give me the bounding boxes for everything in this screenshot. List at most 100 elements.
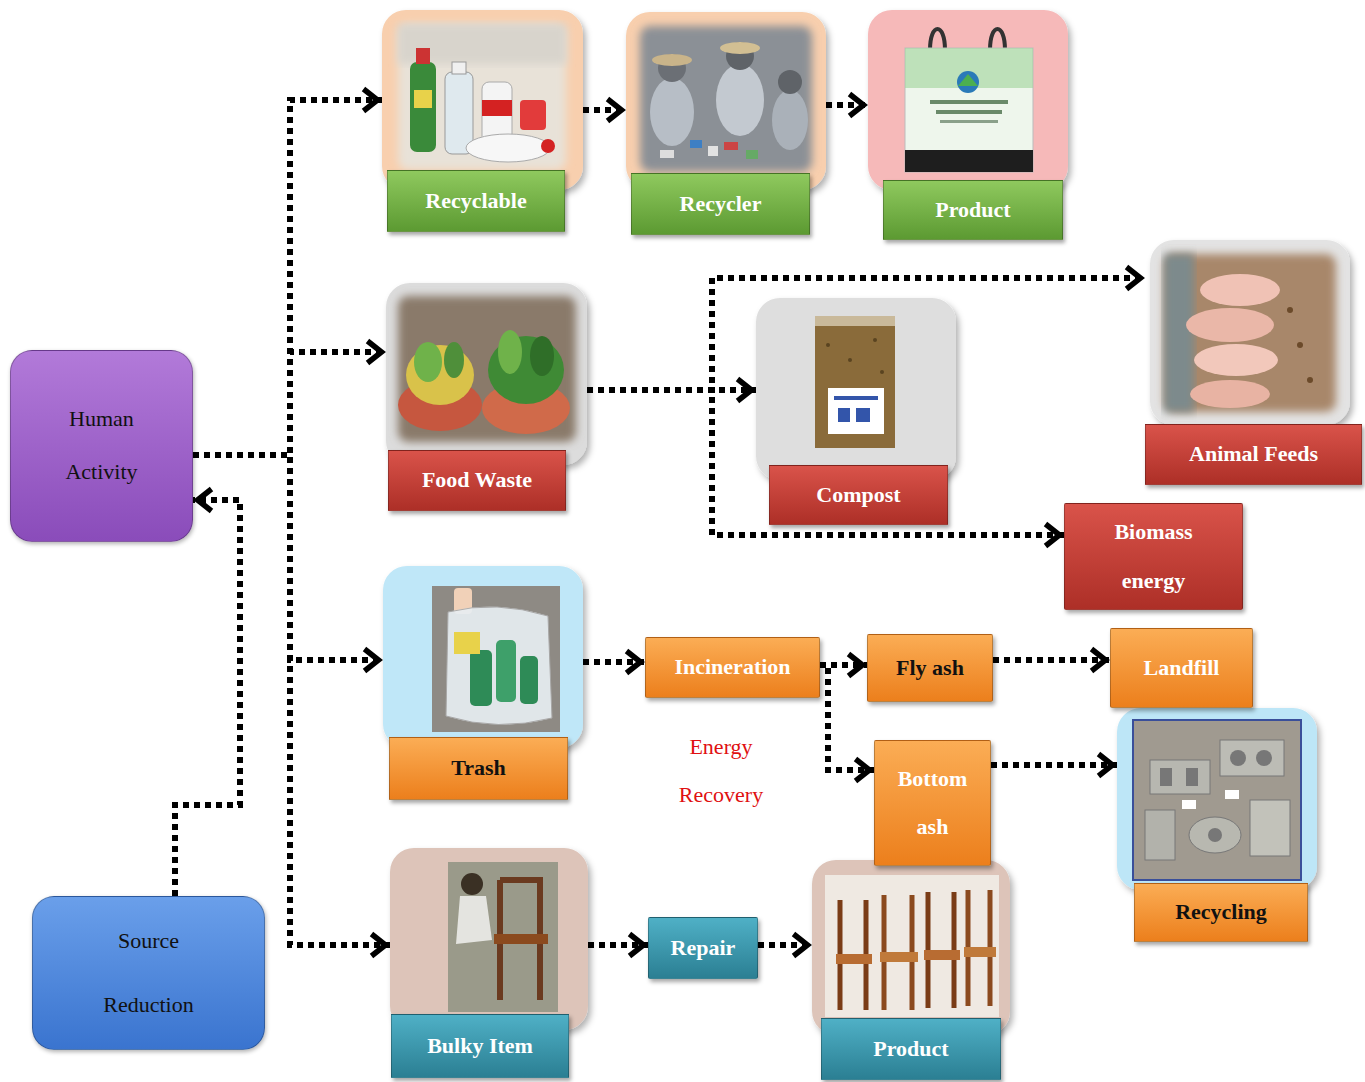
trash-bag-photo-part: [446, 607, 552, 725]
bottles-photo-part: [520, 100, 546, 130]
process-box: Source Reduction: [32, 896, 265, 1050]
recycled-bricks-photo-part: [1117, 708, 1317, 890]
tote-bag-photo-part: [958, 74, 978, 86]
recycled-bricks-photo-part: [1230, 750, 1246, 766]
dotted-arrow: [175, 500, 240, 896]
photo-card: Food Waste: [386, 283, 587, 511]
tote-bag-photo: [868, 10, 1068, 190]
repaired-chairs-photo: [812, 860, 1010, 1035]
tote-bag-photo-part: [905, 48, 1033, 88]
recycled-bricks-photo-part: [1182, 800, 1196, 809]
trash-bag-photo-part: [454, 632, 480, 654]
node-label: Product: [891, 197, 1055, 223]
process-box: Bottom ash: [874, 740, 991, 866]
sorting-workers-photo-part: [772, 90, 808, 150]
process-box: Fly ash: [867, 634, 993, 702]
chair-repair-photo-part: [494, 880, 548, 1000]
pigs-photo-part: [1200, 274, 1280, 306]
node-label: Biomass energy: [1086, 508, 1221, 605]
sorting-workers-photo-part: [720, 42, 760, 54]
sorting-workers-photo-part: [660, 150, 674, 158]
dotted-arrow: [583, 107, 626, 113]
recycled-bricks-photo-part: [1186, 768, 1198, 786]
node-label: Animal Feeds: [1153, 441, 1354, 467]
photo-card: Recycler: [626, 12, 826, 235]
pigs-photo-part: [1186, 308, 1274, 342]
dotted-arrow: [193, 455, 390, 945]
bottles-photo-part: [452, 62, 466, 74]
recycled-bricks-photo-part: [1256, 750, 1272, 766]
recycled-bricks-photo-part: [1150, 760, 1210, 794]
sorting-workers-photo-part: [650, 78, 694, 146]
dotted-arrow: [820, 665, 874, 770]
label-box: Recyclable: [387, 170, 565, 232]
node-label: Bulky Item: [399, 1033, 561, 1059]
compost-bag-photo-part: [848, 358, 852, 362]
node-label: Food Waste: [396, 467, 558, 493]
node-label: Compost: [777, 482, 940, 508]
compost-bag-photo-part: [856, 408, 870, 422]
node-label: Bottom ash: [882, 755, 983, 852]
pigs-photo-part: [1307, 377, 1313, 383]
trash-bag-photo-part: [470, 650, 492, 706]
trash-bag-photo-part: [520, 656, 538, 704]
compost-bag-photo-part: [756, 298, 956, 480]
pigs-photo-part: [1164, 254, 1336, 412]
sorting-workers-photo-part: [746, 150, 758, 159]
compost-bag-photo-part: [834, 396, 878, 400]
tote-bag-photo-part: [940, 120, 998, 123]
photo-card: Recyclable: [382, 10, 583, 232]
trash-bag-photo-part: [383, 566, 583, 748]
node-label: Trash: [397, 755, 560, 781]
bottles-photo-part: [398, 24, 566, 170]
compost-bag-photo-part: [828, 388, 884, 434]
photo-card: Animal Feeds: [1145, 240, 1362, 485]
bottles-photo-part: [398, 24, 566, 64]
bottles-photo-part: [466, 134, 550, 162]
sorting-workers-photo-part: [716, 64, 764, 136]
photo-card: Trash: [383, 566, 583, 800]
dotted-arrow: [587, 278, 1145, 390]
bottles-photo-part: [416, 48, 430, 64]
sorting-workers-photo-part: [690, 140, 702, 148]
food-waste-photo-part: [386, 283, 587, 465]
pigs-photo-part: [1190, 380, 1270, 408]
process-box: Repair: [648, 917, 758, 979]
trash-bag-photo-part: [432, 586, 560, 732]
recycled-bricks-photo-part: [1160, 768, 1172, 786]
label-box: Compost: [769, 465, 948, 525]
repaired-chairs-photo-part: [825, 875, 999, 1017]
pigs-photo-part: [1164, 254, 1194, 412]
food-waste-photo-part: [398, 296, 576, 442]
bottles-photo-part: [410, 62, 436, 152]
compost-bag-photo-part: [815, 316, 895, 326]
bottles-photo-part: [482, 100, 512, 116]
repaired-chairs-photo-part: [836, 954, 872, 964]
pigs-photo-part: [1150, 240, 1350, 425]
tote-bag-photo-part: [930, 29, 1005, 50]
food-waste-photo-part: [498, 330, 522, 374]
trash-bag-photo-part: [496, 640, 516, 702]
process-box: Landfill: [1110, 628, 1253, 708]
sorting-workers-photo-part: [708, 146, 718, 156]
pigs-photo-part: [1287, 307, 1293, 313]
node-label: Fly ash: [875, 655, 985, 681]
sorting-workers-photo-part: [652, 54, 692, 66]
recycled-bricks-photo-part: [1250, 800, 1290, 856]
chair-repair-photo-part: [456, 896, 492, 944]
bottles-photo-part: [382, 10, 583, 190]
label-box: Recycling: [1134, 883, 1308, 942]
recycled-bricks-photo-part: [1225, 790, 1239, 799]
recycled-bricks-photo: [1117, 708, 1317, 890]
repaired-chairs-photo-part: [880, 952, 918, 962]
repaired-chairs-photo-part: [964, 947, 996, 957]
pigs-photo-part: [1297, 342, 1303, 348]
dotted-arrow: [583, 659, 645, 665]
compost-bag-photo-part: [880, 370, 884, 374]
node-label: Recycler: [639, 191, 802, 217]
pigs-photo-part: [1194, 344, 1278, 376]
photo-card: Bulky Item: [390, 848, 588, 1078]
tote-bag-photo-part: [936, 110, 1002, 114]
food-waste-photo-part: [530, 336, 554, 376]
node-label: Incineration: [653, 654, 812, 680]
